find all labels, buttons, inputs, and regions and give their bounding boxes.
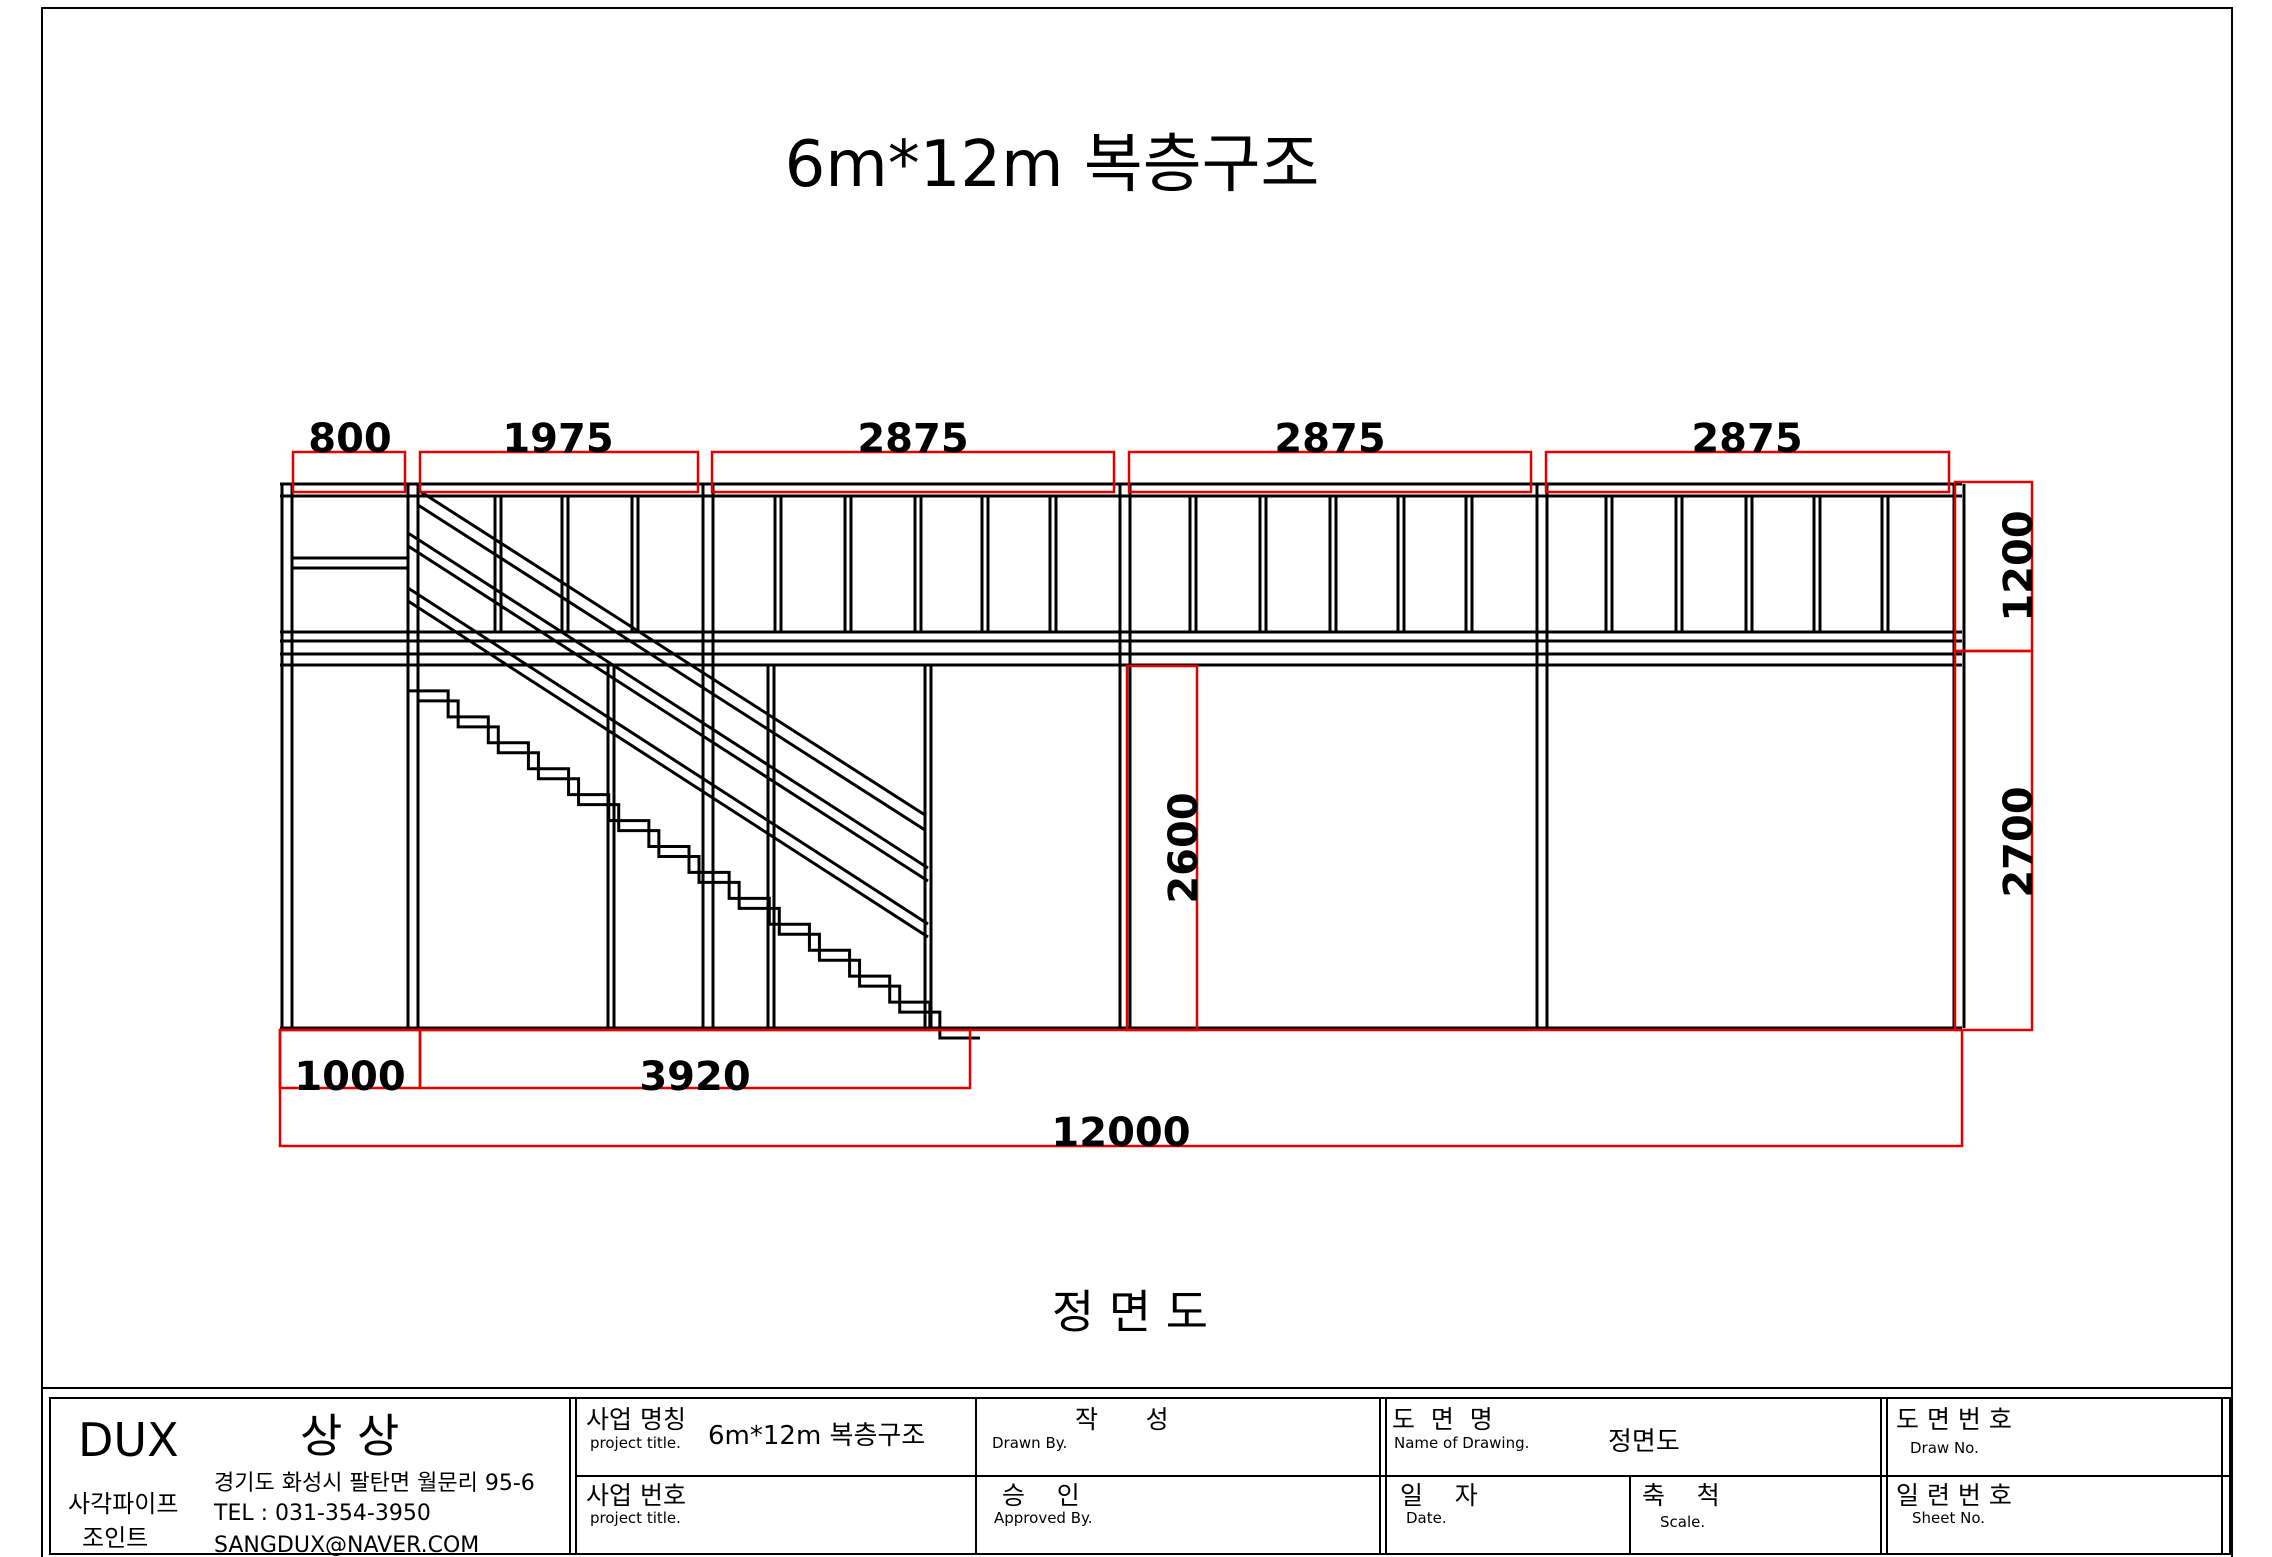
dim-right-2700: 2700: [1996, 786, 2042, 897]
company-name: 상 상: [300, 1409, 399, 1463]
date-label: 일 자: [1400, 1481, 1478, 1510]
dimension-labels: 800 1975 2875 2875 2875 1200 2700 2600 1…: [294, 416, 2042, 1156]
drawn-by-label: 작 성: [1075, 1405, 1169, 1434]
view-name: 정 면 도: [1052, 1285, 1208, 1339]
company-email: SANGDUX@NAVER.COM: [214, 1533, 479, 1557]
dim-top-2875-a: 2875: [857, 416, 968, 462]
dim-right-1200: 1200: [1996, 510, 2042, 621]
company-brand: DUX: [78, 1413, 179, 1467]
project-no-label: 사업 번호: [586, 1481, 686, 1510]
dim-overall-12000: 12000: [1051, 1110, 1190, 1156]
stair-handrails: [407, 488, 929, 939]
approved-by-label: 승 인: [1002, 1481, 1080, 1510]
dim-top-800: 800: [308, 416, 392, 462]
project-title-label-en: project title.: [590, 1434, 681, 1452]
dimension-lines: [278, 450, 2034, 1148]
company-type-line2: 조인트: [82, 1524, 148, 1552]
drawn-by-label-en: Drawn By.: [992, 1434, 1067, 1452]
dim-bottom-3920: 3920: [639, 1054, 750, 1100]
sheet-border: [41, 7, 2233, 1557]
date-label-en: Date.: [1406, 1509, 1447, 1527]
scale-label-en: Scale.: [1660, 1513, 1705, 1531]
posts-layer: [280, 484, 1966, 1028]
dim-bottom-1000: 1000: [294, 1054, 405, 1100]
sheet-no-label-en: Sheet No.: [1912, 1509, 1985, 1527]
approved-by-label-en: Approved By.: [994, 1509, 1093, 1527]
scale-label: 축 척: [1642, 1481, 1720, 1510]
dim-top-1975: 1975: [502, 416, 613, 462]
baluster-layer: [493, 496, 1890, 632]
dim-top-2875-c: 2875: [1691, 416, 1802, 462]
dim-top-2875-b: 2875: [1274, 416, 1385, 462]
drawing-name-value: 정면도: [1608, 1427, 1680, 1457]
sheet-no-label: 일 련 번 호: [1896, 1481, 2012, 1510]
draw-no-label-en: Draw No.: [1910, 1439, 1979, 1457]
stair-steps: [406, 665, 980, 1040]
company-type-line1: 사각파이프: [68, 1490, 178, 1518]
project-no-label-en: project title.: [590, 1509, 681, 1527]
drawing-name-label-en: Name of Drawing.: [1394, 1434, 1529, 1452]
project-title-label: 사업 명칭: [586, 1405, 686, 1434]
project-title-value: 6m*12m 복층구조: [708, 1421, 925, 1451]
drawing-name-label: 도 면 명: [1392, 1405, 1493, 1434]
draw-no-label: 도 면 번 호: [1896, 1405, 2012, 1434]
drawing-title: 6m*12m 복층구조: [785, 128, 1320, 202]
title-block: [41, 1387, 2233, 1557]
company-tel: TEL : 031-354-3950: [213, 1501, 431, 1526]
company-address: 경기도 화성시 팔탄면 월문리 95-6: [214, 1471, 535, 1496]
dim-inner-2600: 2600: [1161, 792, 1207, 903]
